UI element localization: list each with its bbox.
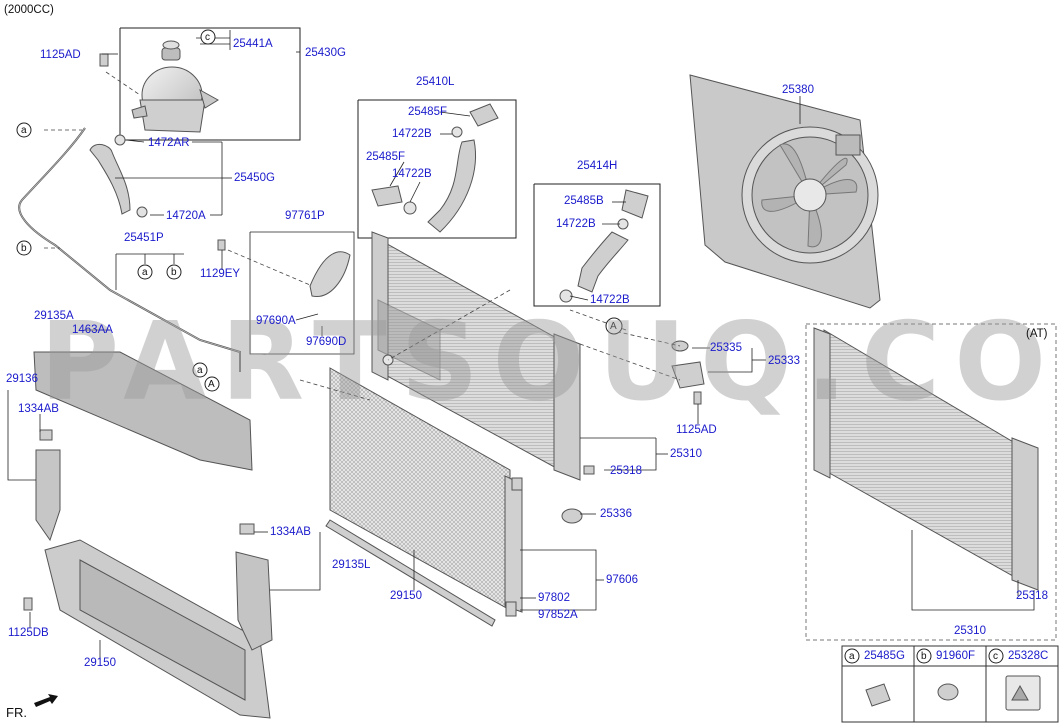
legend-part-25328C[interactable]: 25328C <box>1008 650 1049 662</box>
upper-hose <box>371 103 499 233</box>
legend-key-c: c <box>993 651 998 662</box>
part-label-14722B-2[interactable]: 14722B <box>392 168 432 180</box>
part-label-25336[interactable]: 25336 <box>600 508 632 520</box>
part-label-97761P[interactable]: 97761P <box>285 210 325 222</box>
callout-a-3: a <box>197 365 203 376</box>
part-label-25441A[interactable]: 25441A <box>233 38 273 50</box>
part-label-25430G[interactable]: 25430G <box>305 47 346 59</box>
reservoir-bracket-box <box>119 27 301 141</box>
part-label-29150-low[interactable]: 29150 <box>84 657 116 669</box>
part-label-25380[interactable]: 25380 <box>782 84 814 96</box>
legend-part-25485G[interactable]: 25485G <box>864 650 905 662</box>
front-label: FR. <box>6 705 27 720</box>
legend-key-a: a <box>849 651 855 662</box>
lower-hose <box>559 189 649 303</box>
engine-label: (2000CC) <box>4 4 54 16</box>
radiator-at <box>813 327 1039 591</box>
callout-A-2: A <box>610 321 617 332</box>
part-label-14722B-3[interactable]: 14722B <box>556 218 596 230</box>
reservoir-hose <box>89 134 148 218</box>
bleed-pipe <box>18 127 241 372</box>
seal-strip <box>325 519 496 627</box>
part-label-29136[interactable]: 29136 <box>6 373 38 385</box>
part-label-97606[interactable]: 97606 <box>606 574 638 586</box>
callout-A-1: A <box>208 379 215 390</box>
assembly-guides <box>44 71 681 401</box>
part-label-1334AB-2[interactable]: 1334AB <box>270 526 311 538</box>
part-label-25335[interactable]: 25335 <box>710 342 742 354</box>
callout-a-2: a <box>142 267 148 278</box>
lower-hose-box <box>533 183 661 307</box>
air-guard-right <box>235 551 273 651</box>
part-label-25414H[interactable]: 25414H <box>577 160 618 172</box>
part-label-1463AA[interactable]: 1463AA <box>72 324 113 336</box>
part-label-25310-right[interactable]: 25310 <box>954 625 986 637</box>
part-label-25310-mid[interactable]: 25310 <box>670 448 702 460</box>
legend-part-91960F[interactable]: 91960F <box>936 650 976 662</box>
air-guard-upper <box>33 351 253 471</box>
callout-c: c <box>205 32 210 43</box>
callout-b-2: b <box>171 267 177 278</box>
part-label-25318-mid[interactable]: 25318 <box>610 465 642 477</box>
part-label-1472AR[interactable]: 1472AR <box>148 137 190 149</box>
watermark: PARTSOUQ.COM <box>40 300 1063 425</box>
part-label-25451P[interactable]: 25451P <box>124 232 164 244</box>
part-label-14720A[interactable]: 14720A <box>166 210 206 222</box>
front-arrow-icon <box>34 694 58 707</box>
part-label-25318-right[interactable]: 25318 <box>1016 590 1048 602</box>
part-label-1334AB-1[interactable]: 1334AB <box>18 403 59 415</box>
part-label-25410L[interactable]: 25410L <box>416 76 455 88</box>
part-label-25485F-2[interactable]: 25485F <box>366 151 406 163</box>
part-label-25485B[interactable]: 25485B <box>564 195 604 207</box>
part-label-1125AD-top[interactable]: 1125AD <box>40 49 81 61</box>
legend-table <box>841 645 1059 723</box>
part-label-1125AD-mid[interactable]: 1125AD <box>676 424 717 436</box>
part-label-97802[interactable]: 97802 <box>538 592 570 604</box>
part-label-97690A[interactable]: 97690A <box>256 315 296 327</box>
radiator-core-center <box>371 231 581 481</box>
part-label-1125DB[interactable]: 1125DB <box>8 627 49 639</box>
at-option-box <box>805 323 1057 641</box>
part-label-97852A[interactable]: 97852A <box>538 609 578 621</box>
fan-shroud <box>689 74 881 309</box>
callout-circles <box>16 29 1004 664</box>
part-label-25450G[interactable]: 25450G <box>234 172 275 184</box>
variant-label: (AT) <box>1026 328 1048 340</box>
upper-hose-box <box>357 99 517 239</box>
part-label-14722B-1[interactable]: 14722B <box>392 128 432 140</box>
callout-a-1: a <box>21 125 27 136</box>
part-label-1129EY[interactable]: 1129EY <box>200 268 241 280</box>
part-label-25485F-1[interactable]: 25485F <box>408 106 448 118</box>
part-label-29135L[interactable]: 29135L <box>332 559 371 571</box>
part-label-25333[interactable]: 25333 <box>768 355 800 367</box>
small-parts <box>23 53 705 617</box>
air-guard-side <box>35 449 61 542</box>
part-label-29135A[interactable]: 29135A <box>34 310 74 322</box>
part-label-29150-mid[interactable]: 29150 <box>390 590 422 602</box>
legend-key-b: b <box>921 651 927 662</box>
legend-icons <box>865 675 1041 711</box>
reservoir-tank <box>131 40 219 133</box>
part-label-97690D[interactable]: 97690D <box>306 336 347 348</box>
part-label-14722B-4[interactable]: 14722B <box>590 294 630 306</box>
lower-frame <box>44 539 271 719</box>
callout-b-1: b <box>21 243 27 254</box>
